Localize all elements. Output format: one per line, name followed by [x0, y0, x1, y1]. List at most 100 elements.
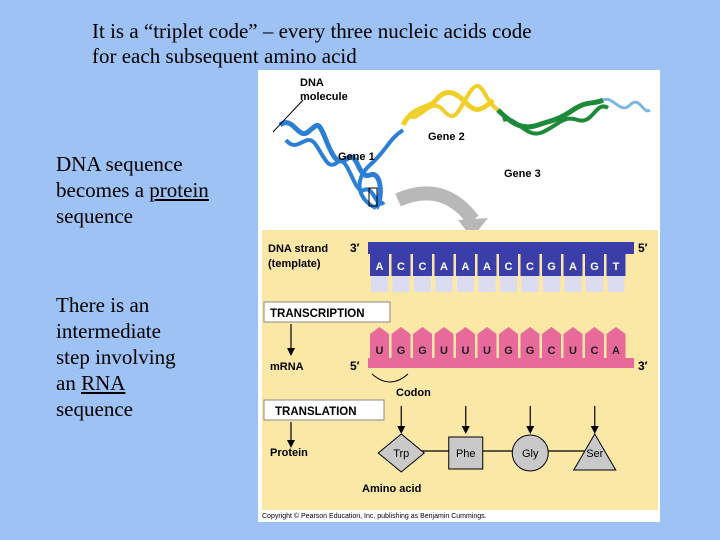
translation-arrowhead [287, 440, 295, 448]
gene1-helix [278, 120, 383, 210]
amino-acid-name: Ser [586, 448, 603, 460]
bullet-dna-to-protein: DNA sequence becomes a protein sequence [56, 151, 256, 229]
codon-arrowhead [526, 426, 535, 434]
dna-base-tile [606, 254, 626, 276]
dna-base-stub [521, 276, 539, 292]
dna-base-stub [564, 276, 582, 292]
amino-acid-name: Trp [393, 448, 409, 460]
rna-base-tile [477, 327, 497, 358]
bullet1-line1: DNA sequence [56, 152, 183, 176]
gene-selection-box [368, 187, 378, 207]
dna-base-tile [477, 254, 497, 276]
dna-base-tile [434, 254, 454, 276]
bullet2-line1: There is an [56, 293, 150, 317]
rna-base-letter: G [418, 345, 427, 357]
dna-molecule-label-1: DNA [300, 77, 324, 89]
dna-base-stub [371, 276, 388, 292]
dna-molecule-label-2: molecule [300, 91, 348, 103]
dna-base-tile [413, 254, 432, 276]
bullet1-line3: sequence [56, 204, 133, 228]
gene2-helix [400, 90, 495, 127]
dna-base-stub [607, 276, 625, 292]
codon-arrowhead [461, 426, 470, 434]
dna-base-tile [391, 254, 411, 276]
gene2-helix-b [406, 83, 500, 119]
rna-base-letter: U [440, 345, 448, 357]
figure-canvas: DNA molecule Gene 1 Gene 2 Gene 3 DNA st… [262, 77, 658, 520]
dna-base-letter: T [613, 261, 620, 273]
zoom-arrow [395, 186, 479, 225]
amino-acid-chain: Trp Phe Gly Ser [377, 433, 617, 473]
amino-acid-diamond [377, 433, 426, 473]
dna-strand-label-2: (template) [268, 258, 321, 270]
amino-acid-name: Phe [456, 448, 476, 460]
rna-base-tile [456, 327, 475, 358]
bullet2-line4: an RNA [56, 370, 246, 396]
bullet-rna-intermediate: There is an intermediate step involving … [56, 292, 246, 422]
dna-base-letter: C [397, 261, 405, 273]
dna-base-letter: C [526, 261, 534, 273]
protein-term: protein [149, 178, 209, 202]
dna-base-letter: A [440, 261, 448, 273]
rna-base-letter: G [397, 345, 406, 357]
rna-base-letter: U [483, 345, 491, 357]
dna-base-stub [543, 276, 560, 292]
rna-base-letter: G [504, 345, 513, 357]
amino-acid-square [448, 436, 484, 470]
rna-base-tile [520, 327, 540, 358]
dna-backbone [368, 242, 634, 254]
dna-base-stub [435, 276, 453, 292]
bullet1-text: becomes a [56, 178, 150, 202]
transcription-box [263, 301, 391, 323]
rna-base-letter: U [376, 345, 384, 357]
dna-base-letter: C [419, 261, 427, 273]
amino-acid-circle [511, 434, 549, 472]
dna-base-stub [457, 276, 474, 292]
dna-base-letter: A [376, 261, 384, 273]
rna-base-tile [413, 327, 432, 358]
codon-label: Codon [396, 387, 431, 399]
rna-base-tile [563, 327, 583, 358]
dna-base-tile [499, 254, 518, 276]
codon-arrowhead [590, 426, 599, 434]
dna-base-letter: A [483, 261, 491, 273]
bullet2-line5: sequence [56, 397, 133, 421]
translation-box [263, 399, 385, 421]
dna-base-tile [456, 254, 475, 276]
rna-base-letter: G [526, 345, 535, 357]
dna-base-letter: G [590, 261, 599, 273]
amino-acid-name: Gly [522, 448, 539, 460]
dna-base-stub [586, 276, 603, 292]
rna-base-tile [370, 327, 389, 358]
title-line-1: It is a “triplet code” – every three nuc… [92, 19, 532, 43]
codon-arrowhead [397, 426, 406, 434]
rna-base-letter: U [569, 345, 577, 357]
codon-bracket [371, 373, 409, 383]
rna-base-tile [391, 327, 411, 358]
dna-three-prime: 3′ [350, 241, 360, 255]
helix-tail [602, 97, 651, 113]
gene1-label: Gene 1 [338, 151, 375, 163]
dna-base-tile [542, 254, 561, 276]
bullet1-line2: becomes a protein [56, 177, 256, 203]
dna-base-tile [585, 254, 604, 276]
zoom-arrowhead [458, 218, 488, 238]
dna-base-letter: A [462, 261, 470, 273]
dna-base-tile [370, 254, 389, 276]
dna-base-tile [520, 254, 540, 276]
dna-base-stub [478, 276, 496, 292]
mrna-backbone [368, 358, 634, 368]
rna-base-tile [542, 327, 561, 358]
rna-base-letter: A [612, 345, 620, 357]
gene3-label: Gene 3 [504, 168, 541, 180]
gene1-helix-b [284, 138, 386, 206]
gene2-label: Gene 2 [428, 131, 465, 143]
rna-base-tile [606, 327, 626, 358]
protein-label: Protein [270, 447, 308, 459]
dna-base-stub [414, 276, 431, 292]
rna-term: RNA [81, 371, 126, 395]
codon-arrows [397, 406, 599, 434]
rna-base-tile [434, 327, 454, 358]
